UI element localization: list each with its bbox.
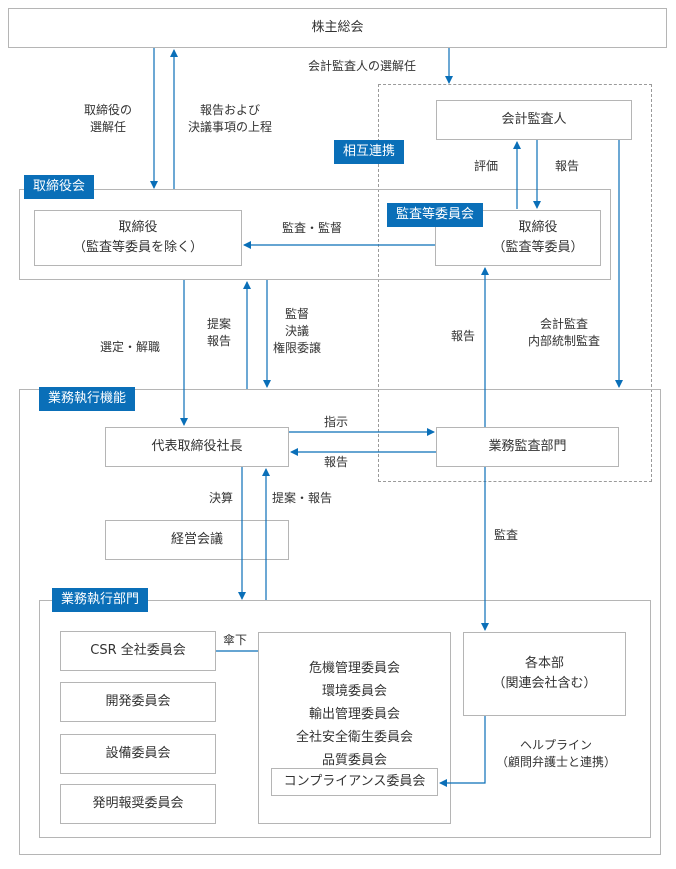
- umbrella-committees-list: 危機管理委員会 環境委員会 輸出管理委員会 全社安全衛生委員会 品質委員会: [258, 657, 451, 772]
- label-report-committee: 報告: [451, 328, 475, 345]
- label-supervise-delegate: 監督 決議 権限委譲: [273, 306, 321, 357]
- label-report-president-text: 報告: [324, 455, 349, 469]
- committee-members-line2: （監査等委員）: [492, 240, 584, 255]
- directors-line1: 取締役: [118, 220, 158, 235]
- label-audit-text: 監査: [494, 528, 519, 542]
- accounting-auditor-box: 会計監査人: [436, 100, 632, 140]
- label-appoint-auditor: 会計監査人の選解任: [308, 58, 416, 75]
- accounting-auditor-label: 会計監査人: [501, 112, 567, 127]
- umbrella-committee-item: 全社安全衛生委員会: [295, 730, 413, 745]
- committee-members-line1: 取締役: [518, 220, 558, 235]
- label-propose-report2-text: 提案・報告: [272, 491, 333, 505]
- departments-frame: [39, 600, 651, 838]
- label-helpline-line2: （顧問弁護士と連携）: [496, 755, 617, 769]
- label-select-dismiss: 選定・解職: [100, 339, 160, 356]
- committee-box-invention: 発明報奨委員会: [60, 784, 216, 824]
- departments-tag: 業務執行部門: [52, 588, 149, 612]
- label-accounting-internal: 会計監査 内部統制監査: [528, 316, 600, 350]
- label-settlement-text: 決算: [209, 491, 234, 505]
- audit-department-box: 業務監査部門: [436, 427, 619, 467]
- label-helpline-line1: ヘルプライン: [520, 738, 593, 752]
- committee-label-equipment: 設備委員会: [105, 746, 171, 761]
- label-helpline: ヘルプライン （顧問弁護士と連携）: [496, 737, 616, 771]
- label-propose-report: 提案 報告: [207, 316, 231, 350]
- label-supervise-delegate-line3: 権限委譲: [273, 341, 322, 355]
- label-instruct-text: 指示: [324, 415, 349, 429]
- audit-region: [378, 84, 652, 482]
- umbrella-committee-item: 輸出管理委員会: [308, 707, 400, 722]
- management-meeting-label: 経営会議: [170, 532, 223, 547]
- label-settlement: 決算: [209, 490, 233, 507]
- shareholders-meeting-box: 株主総会: [8, 8, 667, 48]
- label-instruct: 指示: [324, 414, 348, 431]
- management-meeting-box: 経営会議: [105, 520, 289, 560]
- board-frame: [19, 189, 611, 280]
- shareholders-meeting-label: 株主総会: [311, 20, 364, 35]
- divisions-box: 各本部 （関連会社含む）: [463, 632, 626, 716]
- president-label: 代表取締役社長: [151, 439, 243, 454]
- label-auditor-report: 報告: [555, 158, 579, 175]
- mutual-cooperation-tag: 相互連携: [334, 140, 405, 164]
- compliance-committee-box: コンプライアンス委員会: [271, 768, 438, 796]
- audit-department-label: 業務監査部門: [488, 439, 567, 454]
- label-evaluation: 評価: [474, 158, 498, 175]
- label-report-resolution: 報告および 決議事項の上程: [188, 102, 272, 136]
- label-audit: 監査: [494, 527, 518, 544]
- committee-label-invention: 発明報奨委員会: [92, 796, 184, 811]
- label-appoint-directors: 取締役の 選解任: [84, 102, 132, 136]
- label-audit-supervise: 監査・監督: [282, 220, 342, 237]
- compliance-committee-label: コンプライアンス委員会: [283, 774, 426, 789]
- label-umbrella: 傘下: [223, 632, 248, 649]
- audit-committee-tag: 監査等委員会: [387, 203, 484, 227]
- committee-box-development: 開発委員会: [60, 682, 216, 722]
- committee-box-equipment: 設備委員会: [60, 734, 216, 774]
- label-select-dismiss-text: 選定・解職: [100, 340, 161, 354]
- label-propose-report-line1: 提案: [207, 317, 232, 331]
- divisions-line2: （関連会社含む）: [492, 676, 597, 691]
- label-report-committee-text: 報告: [451, 329, 476, 343]
- committee-box-csr: CSR 全社委員会: [60, 631, 216, 671]
- label-propose-report2: 提案・報告: [272, 490, 332, 507]
- committee-label-csr: CSR 全社委員会: [90, 643, 186, 658]
- label-report-resolution-line2: 決議事項の上程: [188, 120, 273, 134]
- label-accounting-internal-line2: 内部統制監査: [528, 334, 601, 348]
- directors-line2: （監査等委員を除く）: [72, 240, 203, 255]
- umbrella-committee-item: 危機管理委員会: [308, 661, 400, 676]
- label-accounting-internal-line1: 会計監査: [540, 317, 589, 331]
- label-audit-supervise-text: 監査・監督: [282, 221, 343, 235]
- divisions-line1: 各本部: [524, 656, 564, 671]
- umbrella-committee-item: 環境委員会: [321, 684, 387, 699]
- execution-frame: [19, 389, 661, 855]
- label-supervise-delegate-line2: 決議: [285, 324, 310, 338]
- umbrella-committee-item: 品質委員会: [321, 753, 387, 768]
- label-report-resolution-line1: 報告および: [200, 103, 261, 117]
- label-propose-report-line2: 報告: [207, 334, 232, 348]
- committee-label-development: 開発委員会: [105, 694, 171, 709]
- label-appoint-directors-line1: 取締役の: [84, 103, 133, 117]
- label-appoint-directors-line2: 選解任: [90, 120, 127, 134]
- label-report-president: 報告: [324, 454, 348, 471]
- label-evaluation-text: 評価: [474, 159, 499, 173]
- label-appoint-auditor-text: 会計監査人の選解任: [308, 59, 417, 73]
- label-supervise-delegate-line1: 監督: [285, 307, 310, 321]
- label-umbrella-text: 傘下: [223, 633, 248, 647]
- label-auditor-report-text: 報告: [555, 159, 580, 173]
- president-box: 代表取締役社長: [105, 427, 289, 467]
- board-tag: 取締役会: [24, 175, 95, 199]
- directors-box: 取締役 （監査等委員を除く）: [34, 210, 242, 266]
- execution-tag: 業務執行機能: [39, 387, 136, 411]
